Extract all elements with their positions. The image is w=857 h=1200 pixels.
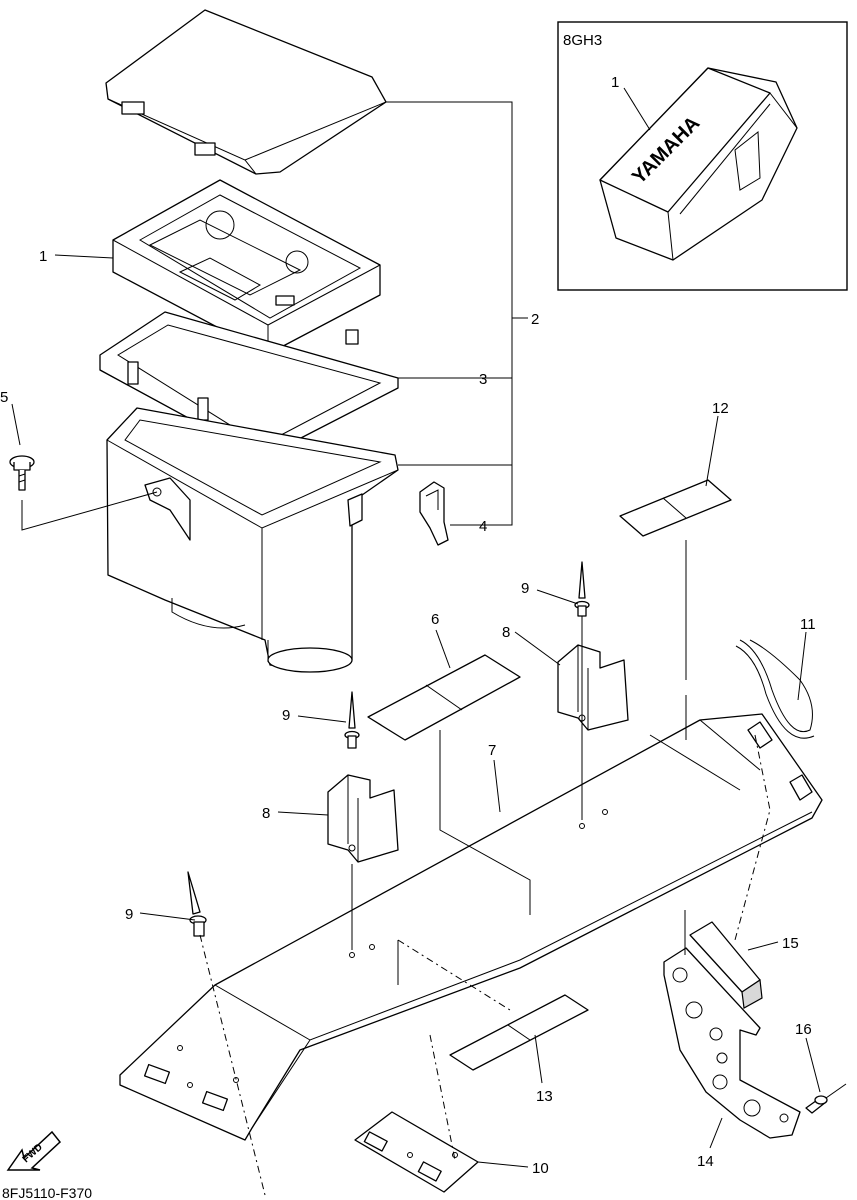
callout-10: 10	[532, 1160, 549, 1177]
screw-part	[9, 455, 35, 491]
callout-9c: 9	[125, 906, 133, 923]
callout-9a: 9	[521, 580, 529, 597]
airbox-case	[106, 407, 399, 673]
inset-box: 8GH3 YAMAHA 1	[557, 21, 848, 291]
callout-4: 4	[479, 518, 487, 535]
bracket-8-upper	[557, 644, 629, 731]
bracket-8-lower	[327, 774, 399, 863]
screw-16	[805, 1083, 847, 1114]
callout-9b: 9	[282, 707, 290, 724]
airbox-lid	[105, 9, 387, 175]
callout-12: 12	[712, 400, 729, 417]
callout-leaders	[11, 254, 821, 1168]
base-tray	[119, 713, 823, 1141]
sheet-13	[449, 994, 589, 1071]
plate-10	[354, 1111, 479, 1193]
inset-label: 8GH3	[563, 32, 602, 49]
rivet-9-c	[187, 871, 207, 937]
inset-callout-1: 1	[611, 74, 619, 91]
callout-7: 7	[488, 742, 496, 759]
insulator-15	[689, 921, 763, 1009]
figure-code: 8FJ5110-F370	[2, 1185, 92, 1200]
callout-2: 2	[531, 311, 539, 328]
callout-8b: 8	[262, 805, 270, 822]
shield-14	[663, 947, 801, 1139]
callout-6: 6	[431, 611, 439, 628]
callout-5: 5	[0, 389, 8, 406]
callout-11: 11	[800, 616, 816, 633]
callout-8a: 8	[502, 624, 510, 641]
tool-tray	[112, 179, 381, 355]
callout-16: 16	[795, 1021, 812, 1038]
callout-numbers: 1 2 3 4 5 6 7 8 8 9 9 9 10 11 12 13 14 1…	[0, 248, 816, 1177]
clip-part	[419, 481, 449, 546]
hose-11	[735, 639, 815, 739]
callout-14: 14	[697, 1153, 714, 1170]
callout-15: 15	[782, 935, 799, 952]
rivet-9-b	[344, 691, 360, 749]
callout-1: 1	[39, 248, 47, 265]
sheet-6	[367, 654, 521, 741]
callout-3: 3	[479, 371, 487, 388]
sheet-12	[619, 479, 732, 537]
rivet-9-a	[574, 561, 590, 617]
callout-13: 13	[536, 1088, 553, 1105]
fwd-arrow-icon: FWD	[6, 1130, 62, 1171]
